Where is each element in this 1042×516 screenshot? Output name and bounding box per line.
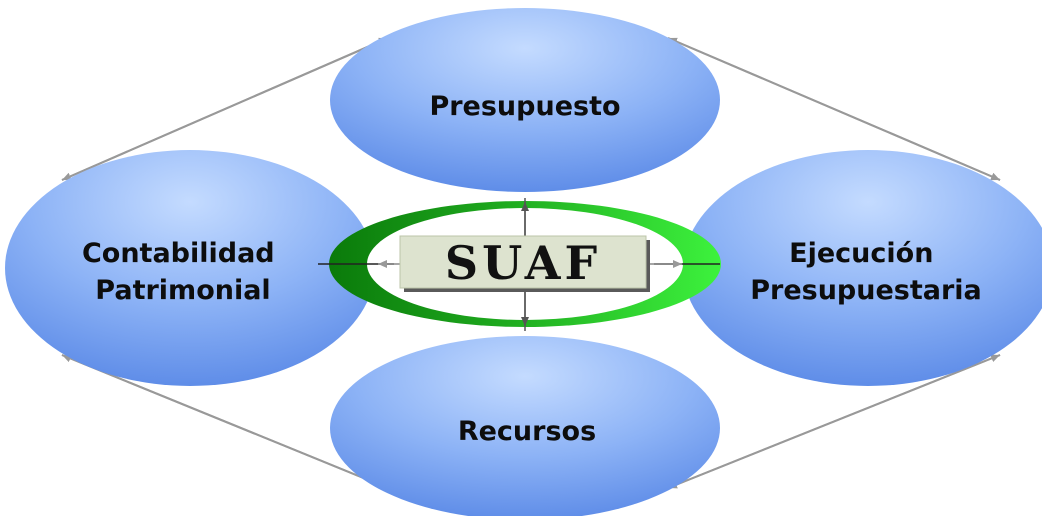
connector-left-bottom <box>61 354 389 489</box>
node-recursos-label: Recursos <box>458 416 596 447</box>
node-contabilidad-shape <box>5 150 375 386</box>
connector-right-top <box>667 37 1001 181</box>
suaf-label: SUAF <box>445 236 601 290</box>
node-presupuesto-label: Presupuesto <box>429 91 620 122</box>
connector-bottom-right <box>667 354 1001 489</box>
node-ejecucion-label: Ejecución Presupuestaria <box>750 238 982 306</box>
node-presupuesto-shape <box>330 8 720 192</box>
node-recursos-shape <box>330 336 720 516</box>
connector-top-left <box>61 37 389 181</box>
outer-connectors <box>61 37 1001 489</box>
node-ejecucion-shape <box>683 150 1042 386</box>
suaf-box: SUAF <box>399 235 650 292</box>
node-contabilidad-label: Contabilidad Patrimonial <box>82 238 284 306</box>
